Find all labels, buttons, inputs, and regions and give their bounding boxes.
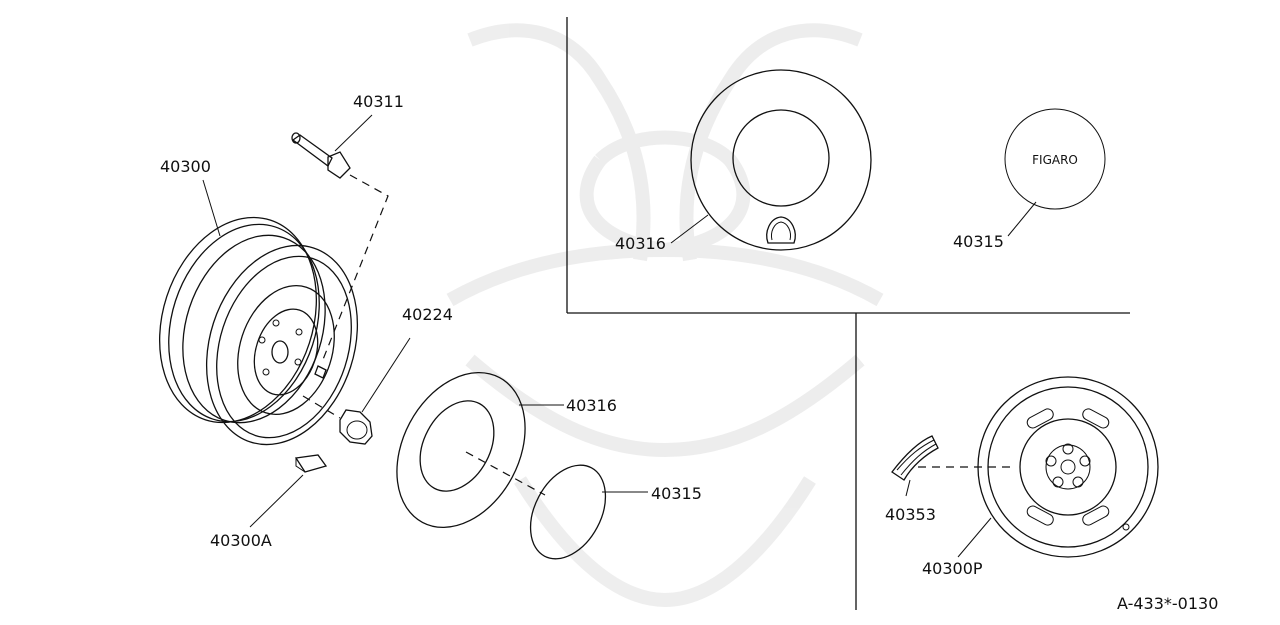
inset-frame [566, 17, 1130, 610]
balance-weight [294, 454, 328, 473]
leader-40300P [957, 517, 992, 558]
leader-40315-inset [1007, 201, 1037, 237]
wheel-weight-strip [891, 435, 939, 481]
emblem-text: FIGARO [1032, 153, 1078, 167]
leader-40224 [361, 337, 411, 413]
leader-40316-inset [670, 214, 709, 244]
part-label-40300P[interactable]: 40300P [922, 559, 983, 578]
part-label-40300A[interactable]: 40300A [210, 531, 272, 550]
wheel-nut [339, 409, 373, 445]
leader-40300 [202, 179, 221, 237]
leader-40311 [334, 114, 373, 152]
figaro-emblem: FIGARO [1004, 108, 1106, 210]
part-label-40224[interactable]: 40224 [402, 305, 453, 324]
valve-stem [291, 132, 351, 179]
part-label-40315-inset[interactable]: 40315 [953, 232, 1004, 251]
part-label-40316-inset[interactable]: 40316 [615, 234, 666, 253]
leader-40300A [249, 474, 304, 528]
part-label-40315-main[interactable]: 40315 [651, 484, 702, 503]
leader-40353 [905, 479, 911, 497]
part-label-40311[interactable]: 40311 [353, 92, 404, 111]
cap-guide-line [465, 451, 546, 496]
steel-wheel [158, 216, 359, 446]
part-label-40300[interactable]: 40300 [160, 157, 211, 176]
watermark-logo [446, 23, 884, 608]
hub-cap-ring [396, 371, 526, 529]
diagram-code: A-433*-0130 [1117, 594, 1218, 613]
spare-wheel [977, 376, 1159, 558]
center-cap [529, 464, 607, 560]
hub-cap-front-view [690, 69, 872, 251]
part-label-40353[interactable]: 40353 [885, 505, 936, 524]
nut-guide-line [302, 395, 341, 419]
part-label-40316-main[interactable]: 40316 [566, 396, 617, 415]
valve-guide-line [321, 174, 389, 363]
